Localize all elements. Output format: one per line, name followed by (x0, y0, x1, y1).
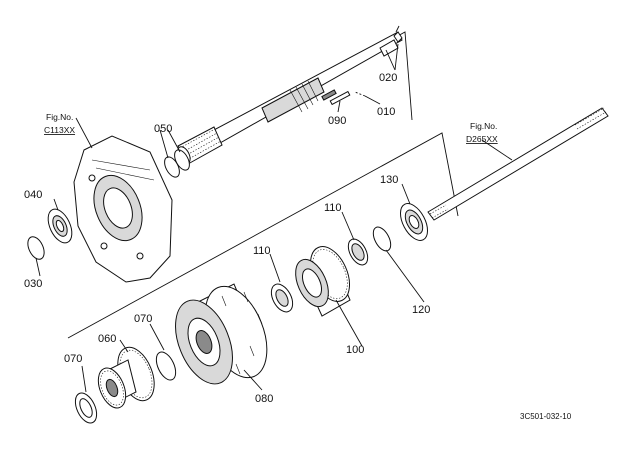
part-label-030: 030 (24, 278, 42, 290)
bearing-130 (399, 203, 429, 241)
part-label-090: 090 (328, 115, 346, 127)
part-label-060: 060 (98, 333, 116, 345)
part-label-070-lower: 070 (64, 353, 82, 365)
clutch-drum-080 (175, 283, 268, 385)
bearing-110-upper (347, 238, 369, 266)
part-label-120: 120 (412, 304, 430, 316)
output-shaft (427, 107, 609, 221)
pin (393, 25, 403, 43)
bearing-110-lower (270, 283, 294, 313)
snap-ring-030 (27, 236, 45, 260)
part-label-080: 080 (255, 393, 273, 405)
part-label-070-upper: 070 (134, 313, 152, 325)
housing-case (73, 135, 173, 283)
part-label-130: 130 (380, 174, 398, 186)
part-label-020: 020 (379, 72, 397, 84)
part-label-100: 100 (346, 344, 364, 356)
figure-ref-prefix-d265: Fig.No. (470, 121, 497, 131)
thrust-ring-070-upper (155, 351, 177, 381)
bearing-040 (47, 208, 73, 244)
main-shaft (177, 31, 403, 165)
spacer-ring-120 (372, 226, 392, 252)
figure-ref-number-c113: C113XX (44, 125, 75, 135)
snap-ring-pair (164, 149, 190, 178)
part-label-110-upper: 110 (324, 202, 342, 214)
leader-lines (35, 43, 513, 393)
part-label-040: 040 (24, 189, 42, 201)
figure-ref-prefix-c113: Fig.No. (46, 112, 73, 122)
gear-060 (97, 346, 155, 409)
lower-assembly-frame (67, 132, 459, 339)
gear-100 (295, 246, 351, 317)
key (329, 90, 351, 106)
part-label-010: 010 (377, 106, 395, 118)
part-label-050: 050 (154, 123, 172, 135)
part-label-110-lower: 110 (253, 245, 271, 257)
drawing-code: 3C501-032-10 (520, 412, 572, 421)
figure-ref-number-d265: D265XX (466, 134, 498, 144)
thrust-ring-070-lower (74, 392, 98, 424)
